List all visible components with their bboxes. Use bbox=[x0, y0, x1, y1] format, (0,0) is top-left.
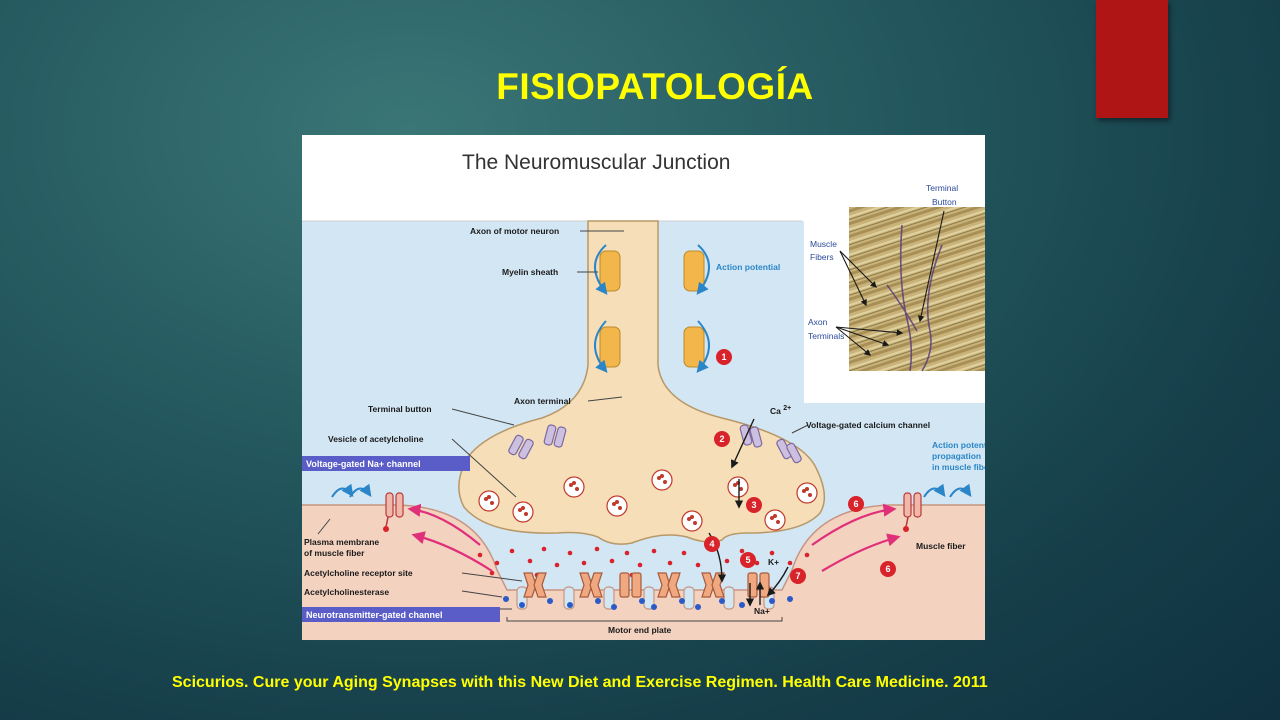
label-ca-charge: 2+ bbox=[783, 405, 791, 412]
label-neurotransmitter-gated: Neurotransmitter-gated channel bbox=[306, 610, 443, 620]
label-k-ion: K+ bbox=[768, 557, 779, 567]
slide-title: FISIOPATOLOGÍA bbox=[496, 66, 814, 107]
acetylcholinesterase-dots bbox=[503, 596, 793, 610]
neuromuscular-junction-diagram: The Neuromuscular Junction bbox=[302, 135, 985, 640]
step-markers: 1 2 3 4 5 6 6 7 bbox=[704, 349, 896, 584]
label-terminal-button: Terminal button bbox=[368, 404, 432, 414]
inset-label-terminal: Terminal bbox=[926, 183, 958, 193]
inset-label-button: Button bbox=[932, 197, 957, 207]
label-voltage-gated-ca: Voltage-gated calcium channel bbox=[806, 420, 930, 430]
step-6-upper: 6 bbox=[853, 499, 858, 509]
label-ap-propagation-line2: propagation bbox=[932, 451, 981, 461]
step-1: 1 bbox=[721, 352, 726, 362]
step-2: 2 bbox=[719, 434, 724, 444]
accent-tab bbox=[1096, 0, 1168, 118]
step-5: 5 bbox=[745, 555, 750, 565]
label-ach-receptor-site: Acetylcholine receptor site bbox=[304, 568, 413, 578]
label-vesicle-ach: Vesicle of acetylcholine bbox=[328, 434, 424, 444]
acetylcholine-molecules bbox=[477, 546, 810, 580]
inset-label-terminals: Terminals bbox=[808, 331, 844, 341]
step-6-lower: 6 bbox=[885, 564, 890, 574]
label-motor-end-plate: Motor end plate bbox=[608, 625, 672, 635]
step-3: 3 bbox=[751, 500, 756, 510]
step-4: 4 bbox=[709, 539, 714, 549]
svg-text:Terminal Button Mu: Terminal Button Muscle Fibers Axon Termi… bbox=[808, 183, 961, 341]
step-7: 7 bbox=[795, 571, 800, 581]
calcium-channels bbox=[508, 424, 802, 464]
label-ap-propagation-line1: Action potential bbox=[932, 440, 985, 450]
label-ap-propagation-line3: in muscle fiber bbox=[932, 462, 985, 472]
citation: Scicurios. Cure your Aging Synapses with… bbox=[172, 674, 988, 691]
nicotinic-receptors bbox=[523, 572, 770, 598]
label-axon-motor-neuron: Axon of motor neuron bbox=[470, 226, 559, 236]
inset-label-axon: Axon bbox=[808, 317, 828, 327]
na-channels bbox=[385, 492, 922, 518]
label-plasma-membrane: Plasma membrane of muscle fiber bbox=[304, 537, 382, 558]
myelin-sheath bbox=[599, 250, 705, 368]
label-myelin-sheath: Myelin sheath bbox=[502, 267, 558, 277]
label-ap-propagation: Action potential propagation in muscle f… bbox=[932, 440, 985, 472]
label-action-potential: Action potential bbox=[716, 262, 780, 272]
label-plasma-membrane-line1: Plasma membrane bbox=[304, 537, 379, 547]
label-axon-terminal: Axon terminal bbox=[514, 396, 571, 406]
label-na-ion: Na+ bbox=[754, 606, 770, 616]
label-muscle-fiber: Muscle fiber bbox=[916, 541, 966, 551]
label-acetylcholinesterase: Acetylcholinesterase bbox=[304, 587, 389, 597]
acetylcholine-vesicles bbox=[478, 469, 818, 532]
label-voltage-gated-na: Voltage-gated Na+ channel bbox=[306, 459, 421, 469]
inset-label-muscle: Muscle bbox=[810, 239, 837, 249]
diagram-title: The Neuromuscular Junction bbox=[462, 151, 730, 174]
label-ca-ion: Ca 2+ bbox=[770, 405, 791, 416]
label-plasma-membrane-line2: of muscle fiber bbox=[304, 548, 365, 558]
label-ca-symbol: Ca bbox=[770, 406, 781, 416]
inset-label-fibers: Fibers bbox=[810, 252, 834, 262]
